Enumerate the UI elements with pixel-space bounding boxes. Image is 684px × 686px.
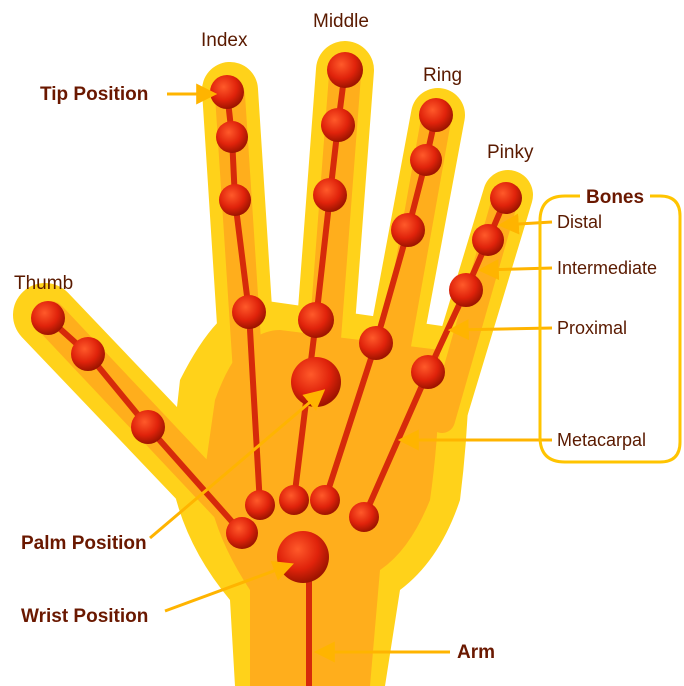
index-metacarpal-joint	[245, 490, 275, 520]
ring-metacarpal-joint	[310, 485, 340, 515]
index-label: Index	[201, 30, 248, 51]
thumb-proximal-joint	[131, 410, 165, 444]
index-tip-joint	[210, 75, 244, 109]
index-distal-joint	[216, 121, 248, 153]
ring-intermediate-joint	[391, 213, 425, 247]
thumb-distal-joint	[71, 337, 105, 371]
pinky-metacarpal-joint	[349, 502, 379, 532]
palm-position-label: Palm Position	[21, 533, 147, 554]
pinky-proximal-joint	[411, 355, 445, 389]
distal-label: Distal	[557, 212, 602, 232]
middle-tip-joint	[327, 52, 363, 88]
pinky-distal-joint	[472, 224, 504, 256]
intermediate-label: Intermediate	[557, 258, 657, 278]
wrist-joint	[277, 531, 329, 583]
thumb-label: Thumb	[14, 273, 73, 294]
bones-title: Bones	[586, 187, 644, 208]
middle-distal-joint	[321, 108, 355, 142]
index-proximal-joint	[232, 295, 266, 329]
metacarpal-label: Metacarpal	[557, 430, 646, 450]
ring-proximal-joint	[359, 326, 393, 360]
index-intermediate-joint	[219, 184, 251, 216]
proximal-arrow	[452, 328, 552, 330]
thumb-tip-joint	[31, 301, 65, 335]
tip-position-label: Tip Position	[40, 84, 148, 105]
thumb-metacarpal-joint	[226, 517, 258, 549]
ring-distal-joint	[410, 144, 442, 176]
palm-joint	[291, 357, 341, 407]
middle-metacarpal-joint	[279, 485, 309, 515]
ring-tip-joint	[419, 98, 453, 132]
middle-label: Middle	[313, 11, 369, 32]
ring-label: Ring	[423, 65, 462, 86]
arm-label: Arm	[457, 642, 495, 663]
pinky-tip-joint	[490, 182, 522, 214]
middle-intermediate-joint	[313, 178, 347, 212]
middle-proximal-joint	[298, 302, 334, 338]
pinky-label: Pinky	[487, 142, 534, 163]
proximal-label: Proximal	[557, 318, 627, 338]
wrist-position-label: Wrist Position	[21, 606, 148, 627]
pinky-intermediate-joint	[449, 273, 483, 307]
